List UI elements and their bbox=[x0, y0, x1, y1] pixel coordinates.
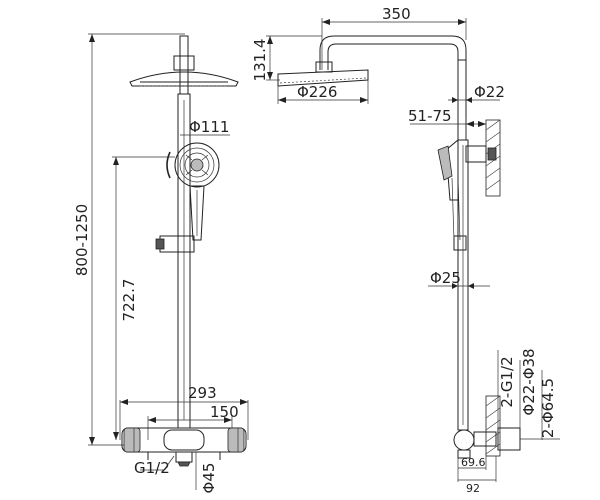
arm-ball-joint bbox=[315, 61, 333, 73]
slide-knob bbox=[155, 238, 165, 250]
hand-shower-diameter-label: Φ111 bbox=[189, 118, 229, 136]
center-spacing-label: 150 bbox=[210, 403, 239, 421]
head-height-label: 131.4 bbox=[251, 39, 269, 82]
arrow-icon bbox=[478, 121, 486, 127]
arrow-icon bbox=[322, 19, 330, 25]
side-view: 350 131.4 Φ226 Φ22 51-75 bbox=[251, 5, 560, 495]
depth-total-label: 92 bbox=[466, 482, 480, 495]
wall-eccentric bbox=[497, 427, 521, 451]
arrow-icon bbox=[267, 36, 273, 44]
spout-tip bbox=[177, 461, 191, 467]
arrow-icon bbox=[458, 19, 466, 25]
wall-bracket bbox=[465, 145, 487, 163]
hand-shower-center bbox=[190, 158, 204, 172]
inlet-leader-2 bbox=[163, 455, 175, 471]
shower-holder-clip bbox=[166, 151, 171, 179]
mixer-body-center bbox=[163, 429, 205, 451]
arrow-icon bbox=[468, 283, 474, 289]
mixer-side-body bbox=[453, 429, 475, 451]
shower-arm-outer bbox=[319, 35, 467, 70]
right-handle bbox=[227, 427, 245, 453]
hand-shower-ring-inner bbox=[184, 152, 210, 178]
arrow-icon bbox=[120, 399, 128, 405]
wall-hatch-upper bbox=[485, 119, 501, 191]
hand-shower-ring bbox=[179, 147, 215, 183]
overhead-shower-head bbox=[129, 71, 239, 87]
arrow-icon bbox=[360, 97, 368, 103]
slide-bracket bbox=[159, 235, 195, 253]
arrow-icon bbox=[466, 97, 472, 103]
spout-side bbox=[457, 449, 471, 459]
arrow-icon bbox=[452, 97, 458, 103]
hand-shower-handle bbox=[189, 185, 205, 241]
pipe-range-side-label: Φ22-Φ38 bbox=[520, 348, 538, 415]
arrow-icon bbox=[224, 417, 232, 423]
bar-width-label: 293 bbox=[188, 384, 217, 402]
hand-shower-pattern bbox=[185, 154, 209, 176]
arrow-icon bbox=[240, 399, 248, 405]
upper-pipe-diameter-label: Φ22 bbox=[474, 83, 505, 101]
arrow-icon bbox=[452, 283, 458, 289]
inlet-threads-side-label: 2-G1/2 bbox=[498, 356, 516, 407]
upper-riser-pipe bbox=[179, 35, 189, 95]
cover-diameter-label: 2-Φ64.5 bbox=[539, 378, 557, 438]
depth-small-label: 69.6 bbox=[461, 456, 486, 469]
inlet-thread-label: G1/2 bbox=[134, 459, 170, 477]
arrow-icon bbox=[278, 97, 286, 103]
arrow-icon bbox=[113, 432, 119, 440]
shower-arm-inner bbox=[327, 43, 459, 70]
hand-shower-height-label: 722.7 bbox=[120, 279, 138, 322]
left-handle bbox=[123, 427, 141, 453]
wall-anchor bbox=[487, 147, 497, 161]
mixer-bar bbox=[121, 427, 247, 453]
arrow-icon bbox=[466, 121, 474, 127]
arrow-icon bbox=[148, 417, 156, 423]
arrow-icon bbox=[267, 72, 273, 80]
arrow-icon bbox=[113, 157, 119, 165]
hand-shower-side-face bbox=[437, 145, 453, 181]
slide-bracket-side bbox=[453, 235, 467, 251]
arrow-icon bbox=[89, 437, 95, 445]
hand-shower-face bbox=[174, 142, 220, 188]
bracket-range-label: 51-75 bbox=[408, 107, 452, 125]
hand-shower-side-handle bbox=[451, 177, 455, 241]
lower-pipe-diameter-label: Φ25 bbox=[430, 269, 461, 287]
arrow-icon bbox=[89, 34, 95, 42]
head-connector bbox=[173, 55, 195, 71]
spout bbox=[175, 451, 193, 463]
arm-reach-label: 350 bbox=[382, 5, 411, 23]
head-diameter-label: Φ226 bbox=[297, 83, 337, 101]
front-view: 800-1250 722.7 Φ111 bbox=[73, 33, 249, 494]
overall-height-label: 800-1250 bbox=[73, 204, 91, 276]
spout-diameter-label: Φ45 bbox=[200, 463, 218, 494]
mixer-side-connector bbox=[473, 431, 497, 447]
